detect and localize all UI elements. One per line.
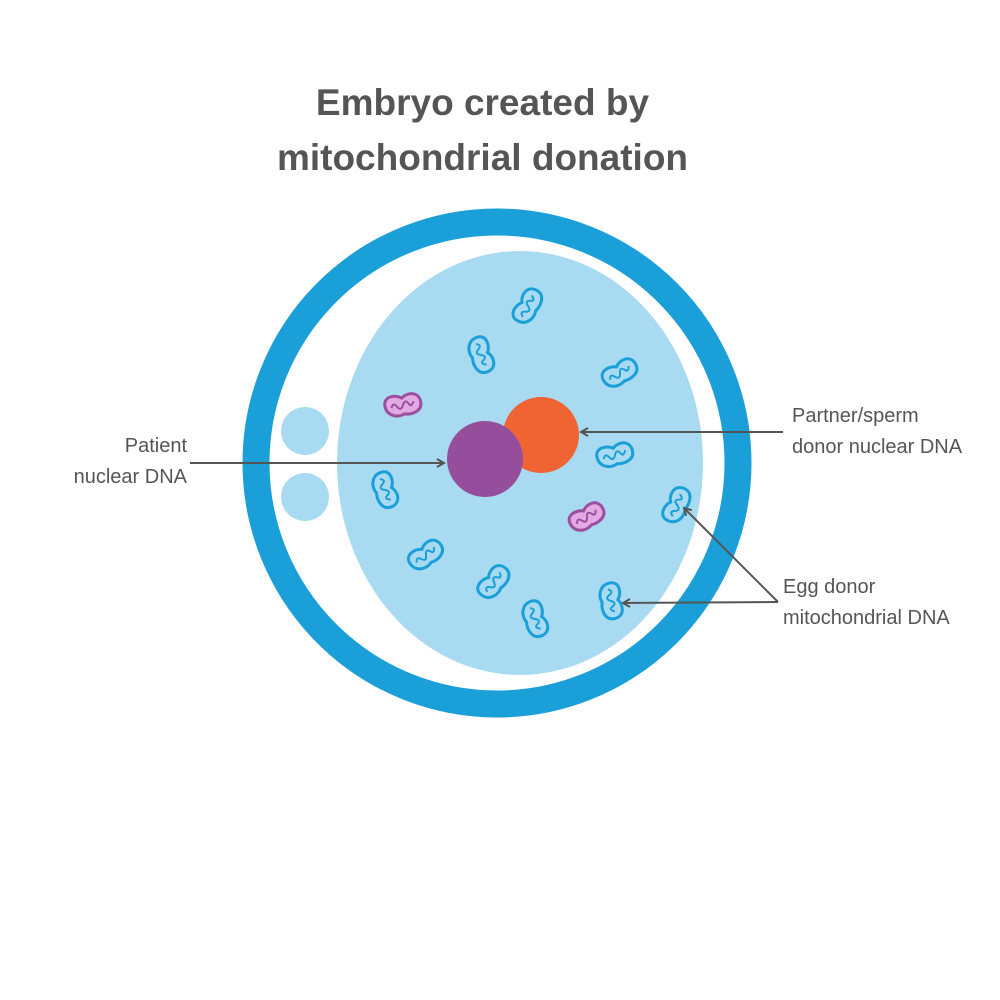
diagram-title: Embryo created by mitochondrial donation [0, 75, 965, 185]
partner-label-line-1: Partner/sperm [792, 405, 919, 427]
title-line-2: mitochondrial donation [276, 137, 689, 178]
patient-nucleus [447, 421, 523, 497]
egg-donor-arrow-1 [684, 508, 779, 603]
patient-label-line-1: Patient [124, 435, 187, 457]
egg-donor-label: Egg donor mitochondrial DNA [783, 572, 950, 634]
patient-label: Patient nuclear DNA [40, 431, 187, 493]
title-line-1: Embryo created by [315, 82, 650, 123]
polar-body-1 [281, 407, 329, 455]
egg-donor-label-line-2: mitochondrial DNA [783, 607, 950, 629]
egg-donor-arrow-2 [623, 602, 779, 603]
partner-label-line-2: donor nuclear DNA [792, 436, 963, 458]
partner-label: Partner/sperm donor nuclear DNA [792, 401, 962, 463]
patient-label-line-2: nuclear DNA [73, 466, 187, 488]
polar-body-2 [281, 473, 329, 521]
egg-donor-label-line-1: Egg donor [783, 576, 876, 598]
